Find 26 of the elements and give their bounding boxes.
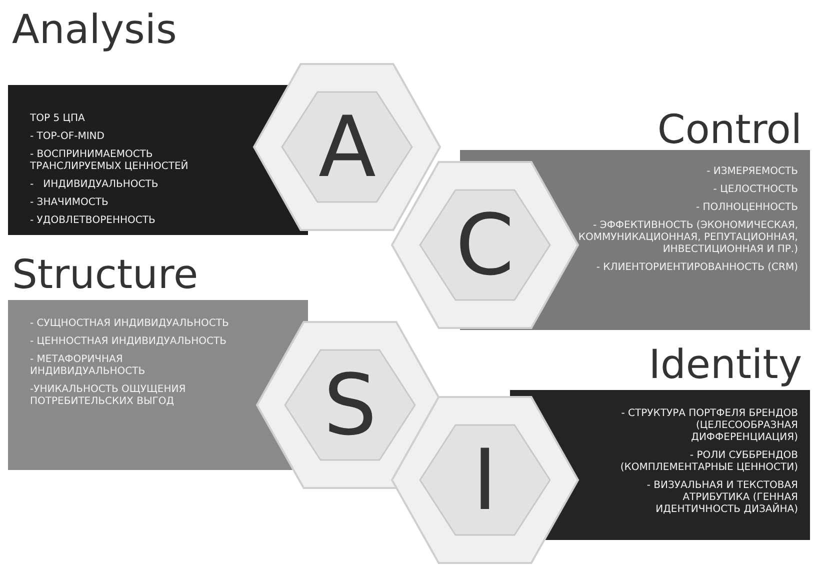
letter: C: [456, 203, 514, 287]
list-item: - TOP-OF-MIND: [30, 131, 106, 143]
section-heading: Analysis: [12, 10, 177, 50]
list-item: - СУЩНОСТНАЯ ИНДИВИДУАЛЬНОСТЬ: [30, 318, 230, 330]
list-item: - ИНДИВИДУАЛЬНОСТЬ: [30, 179, 160, 191]
list-item: -УНИКАЛЬНОСТЬ ОЩУЩЕНИЯ ПОТРЕБИТЕЛЬСКИХ ВЫГОД: [30, 384, 187, 408]
list-item: - УДОВЛЕТВОРЕННОСТЬ: [30, 215, 156, 227]
list-item: - ИЗМЕРЯЕМОСТЬ: [706, 166, 798, 178]
list-item: - ЭФФЕКТИВНОСТЬ (ЭКОНОМИЧЕСКАЯ, КОММУНИКАЦИОННАЯ, РЕПУТАЦИОННАЯ, ИНВЕСТИЦИОННАЯ И ПР.): [577, 220, 798, 256]
section-heading: Control: [657, 110, 802, 150]
section-heading: Identity: [648, 345, 802, 385]
list-item: - ПОЛНОЦЕННОСТЬ: [694, 202, 798, 214]
section-heading: Structure: [12, 255, 198, 295]
list-item: - ЦЕЛОСТНОСТЬ: [712, 184, 798, 196]
letter: I: [472, 438, 498, 522]
list-item: - ВОСПРИНИМАЕМОСТЬ ТРАНСЛИРУЕМЫХ ЦЕННОСТЕЙ: [30, 149, 190, 173]
list-item: - ЗНАЧИМОСТЬ: [30, 197, 110, 209]
list-item: TOP 5 ЦПА: [30, 113, 86, 125]
list-item: - СТРУКТУРА ПОРТФЕЛЯ БРЕНДОВ (ЦЕЛЕСООБРАЗНАЯ ДИФФЕРЕНЦИАЦИЯ): [620, 408, 798, 444]
list-item: - ЦЕННОСТНАЯ ИНДИВИДУАЛЬНОСТЬ: [30, 336, 228, 348]
list-item: - МЕТАФОРИЧНАЯ ИНДИВИДУАЛЬНОСТЬ: [30, 354, 146, 378]
letter: S: [324, 363, 377, 447]
list-item: - КЛИЕНТОРИЕНТИРОВАННОСТЬ (CRM): [595, 262, 798, 274]
list-item: - РОЛИ СУББРЕНДОВ (КОМПЛЕМЕНТАРНЫЕ ЦЕННОСТИ): [619, 450, 798, 474]
letter: A: [318, 105, 376, 189]
list-item: - ВИЗУАЛЬНАЯ И ТЕКСТОВАЯ АТРИБУТИКА (ГЕННАЯ ИДЕНТИЧНОСТЬ ДИЗАЙНА): [646, 480, 798, 516]
